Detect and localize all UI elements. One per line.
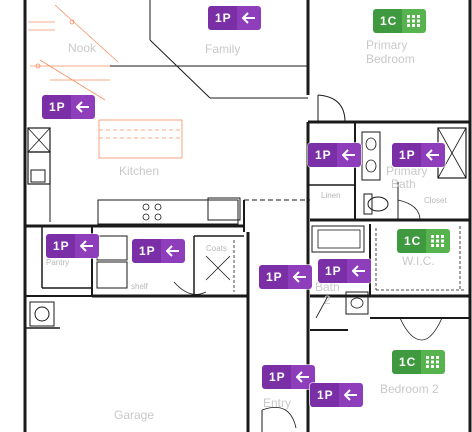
arrow-left-icon	[74, 234, 99, 258]
arrow-left-icon	[346, 259, 371, 283]
badge-entry-2[interactable]: 1P	[310, 383, 363, 407]
room-label-shelf: shelf	[131, 282, 148, 291]
arrow-left-icon	[70, 95, 95, 119]
room-label-primary-bath-2: Bath	[391, 177, 416, 191]
room-label-kitchen: Kitchen	[119, 164, 160, 178]
badge-nook[interactable]: 1P	[42, 95, 95, 119]
arrow-left-icon	[420, 143, 445, 167]
badge-code: 1C	[373, 9, 403, 33]
badge-pantry[interactable]: 1P	[46, 234, 99, 258]
badge-wic[interactable]: 1C	[397, 229, 451, 253]
grid-icon	[402, 9, 427, 33]
badge-entry[interactable]: 1P	[262, 365, 315, 389]
arrow-left-icon	[338, 383, 363, 407]
badge-bedroom2[interactable]: 1C	[392, 350, 446, 374]
room-label-primary-bedroom-2: Bedroom	[366, 52, 415, 66]
badge-linen-hall[interactable]: 1P	[308, 143, 361, 167]
room-label-primary-bedroom-1: Primary	[366, 38, 408, 52]
room-label-entry: Entry	[263, 396, 292, 410]
arrow-left-icon	[160, 239, 185, 263]
badge-code: 1P	[208, 6, 237, 30]
room-label-linen: Linen	[321, 191, 341, 200]
badge-code: 1P	[259, 265, 288, 289]
room-label-bath2-1: Bath	[315, 280, 340, 294]
badge-hall[interactable]: 1P	[259, 265, 312, 289]
badge-code: 1P	[308, 143, 337, 167]
badge-bath2[interactable]: 1P	[318, 259, 371, 283]
room-label-coats: Coats	[206, 244, 227, 253]
badge-primary-bath[interactable]: 1P	[392, 143, 445, 167]
room-label-nook: Nook	[68, 41, 97, 55]
room-label-pantry: Pantry	[46, 258, 70, 267]
room-label-family: Family	[205, 42, 241, 56]
badge-code: 1C	[397, 229, 427, 253]
badge-laundry[interactable]: 1P	[132, 239, 185, 263]
badge-code: 1P	[392, 143, 421, 167]
badge-family[interactable]: 1P	[208, 6, 261, 30]
arrow-left-icon	[236, 6, 261, 30]
room-label-garage: Garage	[114, 408, 155, 422]
room-label-primary-bath-1: Primary	[386, 164, 428, 178]
grid-icon	[421, 350, 446, 374]
badge-code: 1P	[310, 383, 339, 407]
badge-code: 1P	[132, 239, 161, 263]
badge-code: 1P	[318, 259, 347, 283]
badge-code: 1C	[392, 350, 422, 374]
grid-icon	[426, 229, 451, 253]
badge-code: 1P	[262, 365, 291, 389]
room-label-closet: Closet	[424, 196, 447, 205]
orange-trace-lines	[28, 4, 183, 159]
walls	[23, 0, 472, 432]
badge-code: 1P	[42, 95, 71, 119]
room-label-wic: W.I.C.	[402, 254, 435, 268]
badge-code: 1P	[46, 234, 75, 258]
badge-primary-bedroom[interactable]: 1C	[373, 9, 427, 33]
arrow-left-icon	[336, 143, 361, 167]
room-label-bath2-2: 2	[324, 293, 331, 307]
arrow-left-icon	[287, 265, 312, 289]
room-label-bedroom2: Bedroom 2	[380, 382, 439, 396]
